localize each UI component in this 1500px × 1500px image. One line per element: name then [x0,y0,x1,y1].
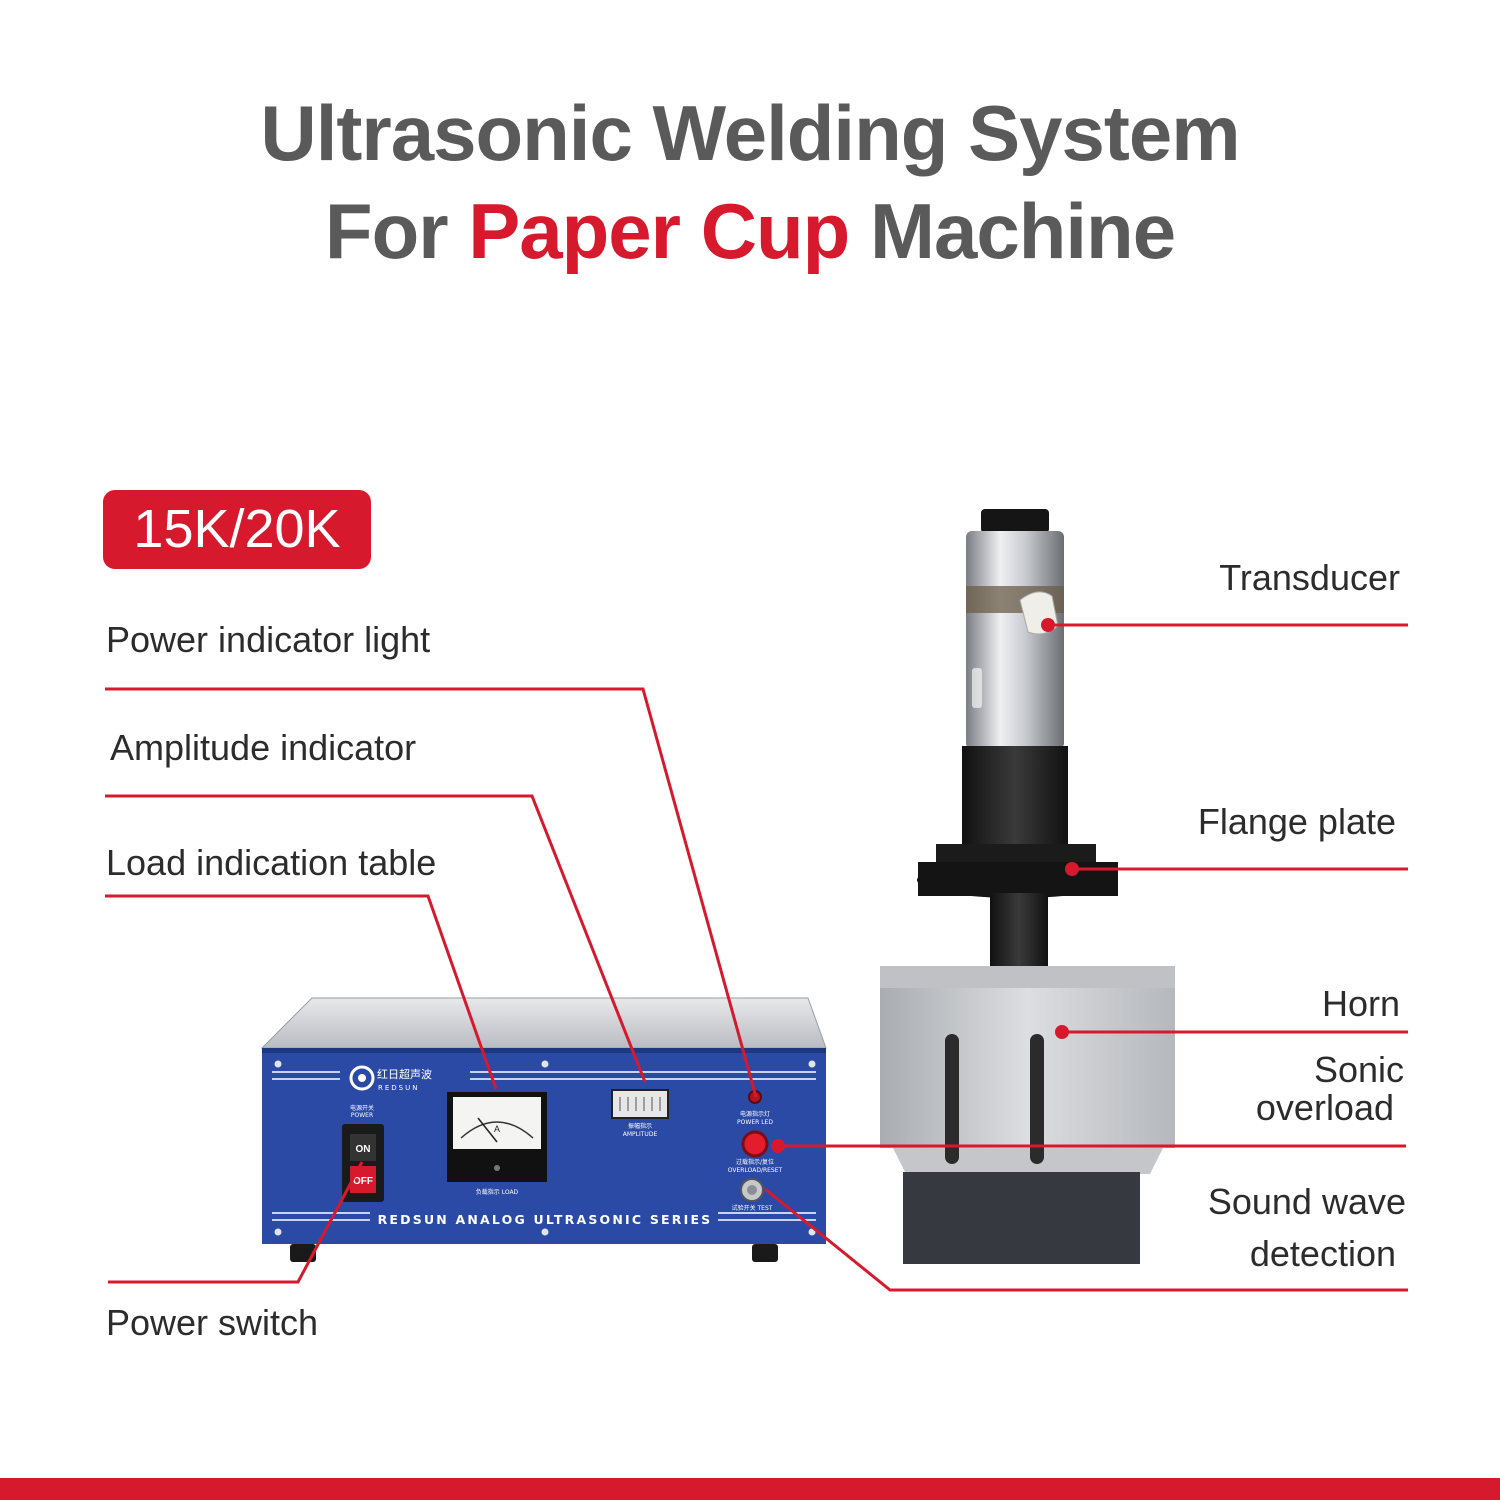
welding-stack [880,509,1175,1264]
brand-cn: 红日超声波 [377,1067,432,1081]
amplitude-label-en: AMPLITUDE [623,1131,658,1138]
label-sonic: Sonic [1313,1049,1404,1090]
title-suffix: Machine [849,187,1176,275]
brand-en: REDSUN [378,1084,419,1092]
load-meter-dial [453,1097,541,1149]
label-sound-wave: Sound wave [1207,1181,1406,1222]
label-load-indication-table: Load indication table [106,842,437,883]
flange-ring-top [936,844,1096,862]
redsun-logo-icon [349,1065,375,1091]
power-led-label-cn: 电源指示灯 [740,1110,770,1118]
title-prefix: For [324,187,469,275]
frequency-badge: 15K/20K [103,490,371,569]
power-led-label-en: POWER LED [737,1119,773,1126]
label-flange-plate: Flange plate [1197,801,1396,842]
callout-lines [105,623,1408,1292]
power-label-cn: 电源开关 [350,1104,374,1112]
horn-slot-left [945,1034,959,1164]
booster-block [962,746,1068,846]
label-transducer: Transducer [1219,557,1400,598]
label-detection: detection [1249,1233,1396,1274]
generator-foot-right [752,1244,778,1262]
flange-plate-body [918,862,1118,896]
power-switch-on[interactable] [350,1134,376,1161]
callout-test [764,1187,1408,1292]
generator-unit: 红日超声波 REDSUN 电源开关 POWER ON OFF A 负载指示 LO… [260,997,827,1262]
horn-top [880,966,1175,990]
footer-bar [0,1478,1500,1500]
overload-reset-button[interactable] [741,1130,769,1158]
overload-label-cn: 过载指示/复位 [736,1158,774,1166]
label-power-indicator-light: Power indicator light [106,619,431,660]
overload-label-en: OVERLOAD/RESET [728,1167,783,1174]
callout-power-switch [108,1161,364,1284]
meter-unit: A [494,1124,500,1134]
transducer-body [966,531,1064,749]
transducer-cap [981,509,1049,533]
callout-dots [771,618,1079,1153]
horn-body [880,988,1175,1148]
callout-amplitude [105,794,647,1083]
label-amplitude-indicator: Amplitude indicator [110,727,417,768]
horn-slot-right [1030,1034,1044,1164]
label-overload: overload [1255,1087,1394,1128]
meter-scale [460,1121,534,1139]
callout-power-led [105,687,758,1098]
label-power-switch: Power switch [106,1302,319,1343]
amplitude-gauge [611,1089,669,1119]
horn-taper [893,1148,1163,1174]
switch-on-label: ON [356,1144,371,1155]
meter-needle [477,1117,498,1143]
label-horn: Horn [1321,983,1400,1024]
callout-load [105,894,498,1090]
load-label: 负载指示 LOAD [476,1188,519,1196]
title-line-2: For Paper Cup Machine [0,186,1500,277]
switch-off-label: OFF [353,1176,373,1187]
power-label-en: POWER [351,1112,373,1119]
amplitude-ticks [619,1097,661,1111]
horn-blade [903,1172,1140,1264]
amplitude-label-cn: 振幅指示 [628,1122,652,1130]
title-accent: Paper Cup [468,187,850,275]
series-label: REDSUN ANALOG ULTRASONIC SERIES [378,1212,713,1227]
test-label: 试验开关 TEST [732,1204,773,1212]
generator-panel-edge [262,1048,826,1053]
title-line-1: Ultrasonic Welding System [260,89,1240,177]
